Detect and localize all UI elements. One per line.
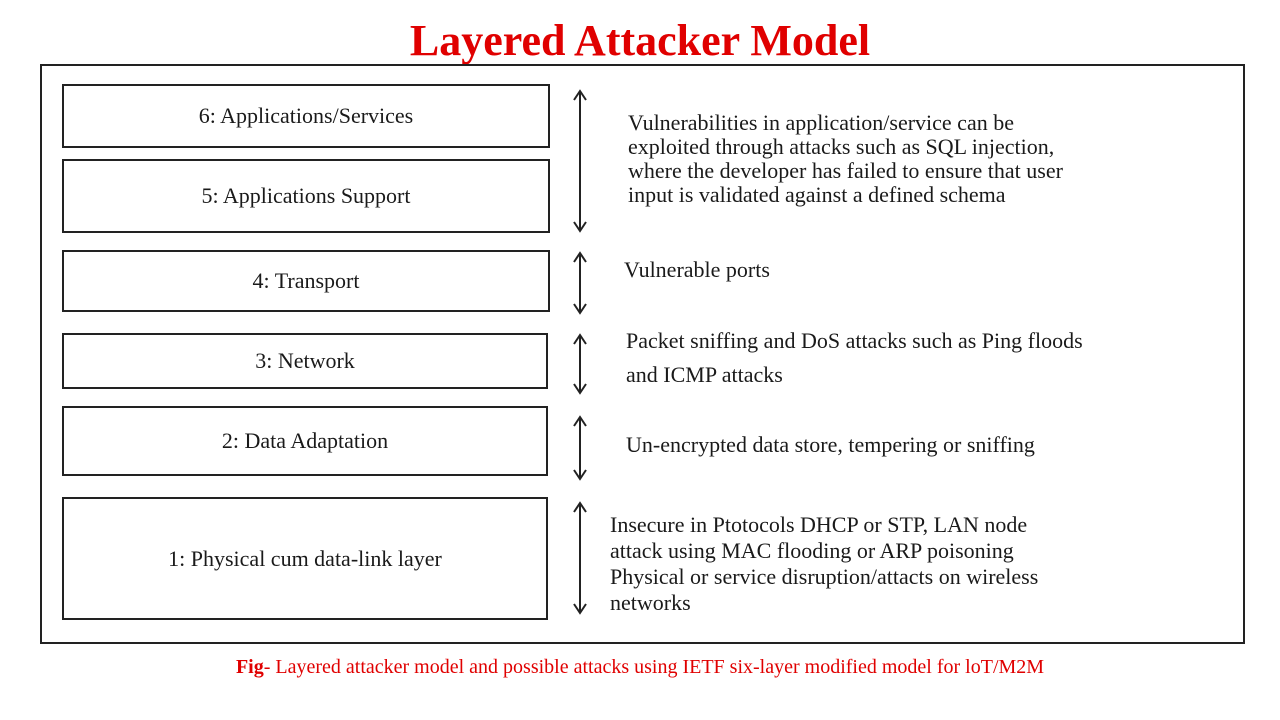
caption-text: - Layered attacker model and possible at… xyxy=(263,656,1045,678)
layer-box-1: 1: Physical cum data-link layer xyxy=(62,497,548,620)
layer-box-4: 4: Transport xyxy=(62,250,550,312)
double-headed-arrow-icon xyxy=(573,251,587,315)
layer-label-6: 6: Applications/Services xyxy=(198,103,414,128)
layer-box-5: 5: Applications Support xyxy=(62,159,550,233)
description-line: exploited through attacks such as SQL in… xyxy=(628,134,1055,159)
attack-description-data-adaptation: Un-encrypted data store, tempering or sn… xyxy=(626,433,1035,457)
description-line: attack using MAC flooding or ARP poisoni… xyxy=(610,538,1014,563)
description-line: Vulnerable ports xyxy=(624,257,770,282)
description-line: where the developer has failed to ensure… xyxy=(628,158,1063,183)
layer-box-3: 3: Network xyxy=(62,333,548,389)
description-line: networks xyxy=(610,590,691,615)
description-line: and ICMP attacks xyxy=(626,362,783,387)
double-headed-arrow-icon xyxy=(573,415,587,481)
double-headed-arrow-icon xyxy=(573,501,587,615)
layer-box-6: 6: Applications/Services xyxy=(62,84,550,148)
layer-label-4: 4: Transport xyxy=(252,268,360,293)
figure-caption: Fig- Layered attacker model and possible… xyxy=(0,656,1280,679)
layer-box-2: 2: Data Adaptation xyxy=(62,406,548,476)
attack-description-network: Packet sniffing and DoS attacks such as … xyxy=(626,324,1083,392)
description-line: Un-encrypted data store, tempering or sn… xyxy=(626,432,1035,457)
description-line: Vulnerabilities in application/service c… xyxy=(628,110,1014,135)
attack-description-application: Vulnerabilities in application/service c… xyxy=(628,111,1063,207)
page-title: Layered Attacker Model xyxy=(409,16,871,65)
double-headed-arrow-icon xyxy=(573,333,587,395)
double-headed-arrow-icon xyxy=(573,89,587,233)
attack-description-transport: Vulnerable ports xyxy=(624,258,770,282)
layer-label-2: 2: Data Adaptation xyxy=(221,428,389,453)
description-line: input is validated against a defined sch… xyxy=(628,182,1006,207)
layer-label-5: 5: Applications Support xyxy=(201,183,411,208)
description-line: Physical or service disruption/attacts o… xyxy=(610,564,1039,589)
description-line: Packet sniffing and DoS attacks such as … xyxy=(626,328,1083,353)
layer-label-3: 3: Network xyxy=(255,348,355,373)
description-line: Insecure in Ptotocols DHCP or STP, LAN n… xyxy=(610,512,1028,537)
caption-label: Fig xyxy=(235,656,264,678)
attack-description-physical: Insecure in Ptotocols DHCP or STP, LAN n… xyxy=(610,512,1038,616)
layer-label-1: 1: Physical cum data-link layer xyxy=(168,545,442,571)
